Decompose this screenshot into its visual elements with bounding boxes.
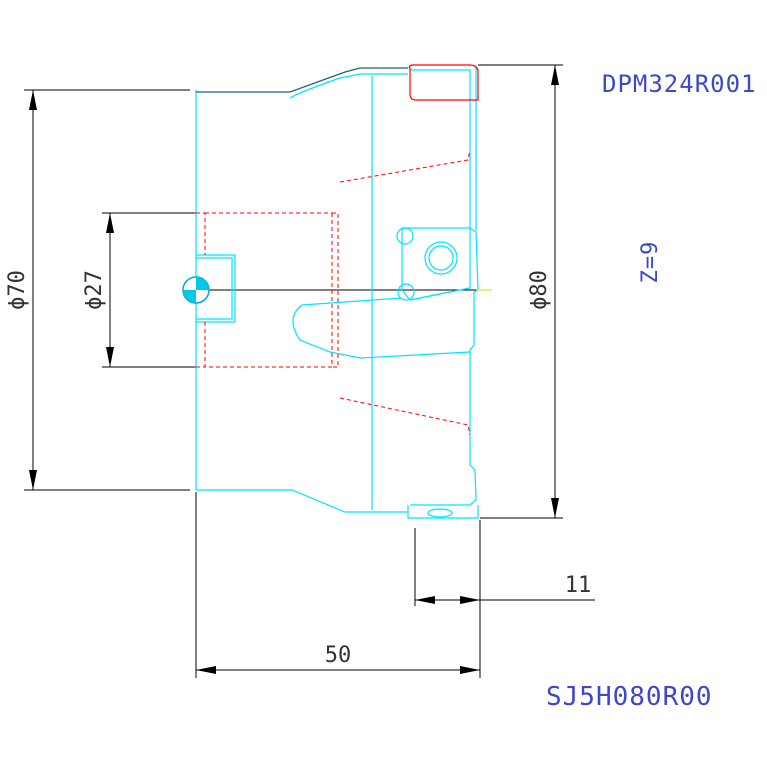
bottom-part-code: SJ5H080R00 [546,682,713,712]
top-part-code: DPM324R001 [602,70,757,98]
center-mark-icon [182,276,210,304]
cutter-body-outline [195,65,492,519]
hidden-lines [196,64,479,436]
teeth-count-label: Z=9 [638,241,663,284]
dim-length-50: 50 [325,643,352,668]
dimension-lines [24,64,595,678]
dim-phi80: ϕ80 [527,270,552,310]
dim-phi27: ϕ27 [82,270,107,310]
dim-phi70: ϕ70 [5,270,30,310]
dim-length-11: 11 [565,573,592,598]
